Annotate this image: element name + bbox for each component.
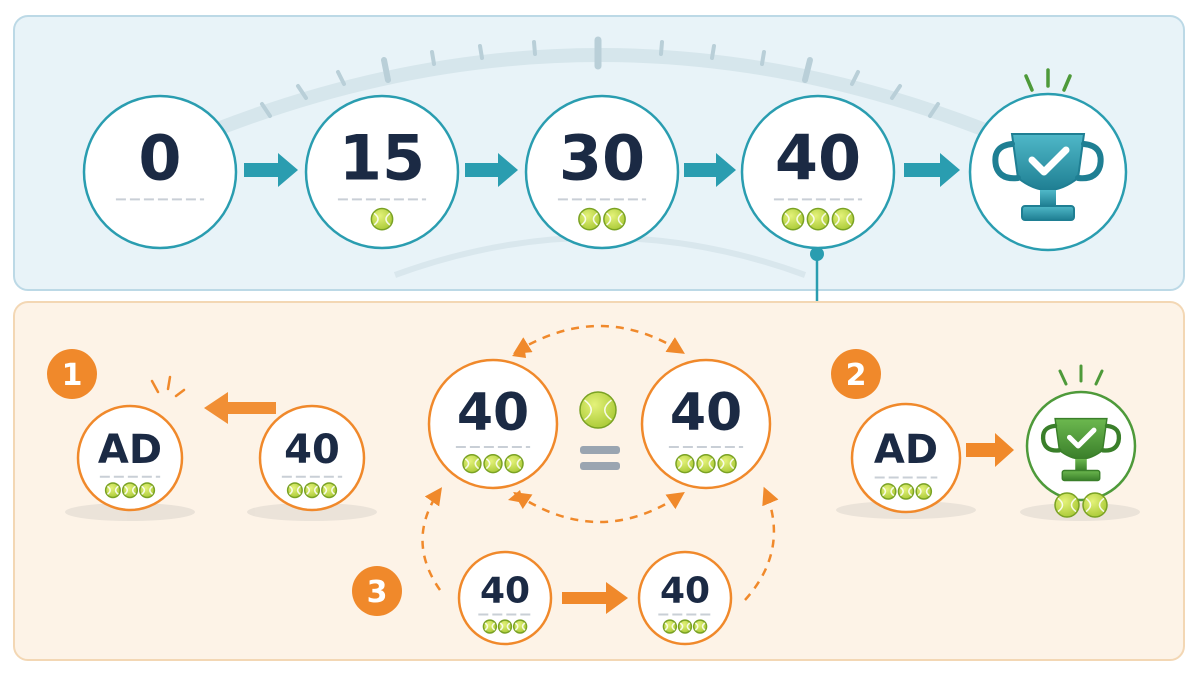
tennis-ball-icon <box>483 453 503 474</box>
badge-game-won: 2 <box>831 349 881 399</box>
arrow-right-icon <box>966 433 1014 467</box>
score-label: 0 <box>138 121 181 194</box>
tennis-ball-icon <box>603 207 626 231</box>
tennis-ball-icon <box>139 482 156 499</box>
ground-shadows <box>65 501 1140 521</box>
score-label: AD <box>98 427 162 473</box>
tennis-ball-icon <box>462 453 482 474</box>
deuce-loop-arrows <box>421 324 779 601</box>
score-label: 40 <box>670 383 742 443</box>
deuce-panel <box>13 301 1185 661</box>
tennis-ball-icon <box>806 207 830 231</box>
tennis-ball-icon <box>692 619 708 634</box>
tennis-ball-icon <box>897 483 915 500</box>
deuce-right-circle: 40 <box>640 358 772 490</box>
tennis-ball-icon <box>370 207 394 231</box>
checkmark-icon <box>1028 146 1070 176</box>
arrow-right-icon <box>904 153 960 187</box>
progression-arrows <box>244 153 960 187</box>
arrowheads <box>508 344 526 503</box>
score-circle-30: 30 <box>524 94 680 250</box>
equals-icon <box>580 446 620 454</box>
winning-balls <box>1054 492 1108 518</box>
return-to-circle: 40 <box>637 550 733 646</box>
tennis-ball-icon <box>1082 492 1108 518</box>
score-label: 40 <box>480 570 530 611</box>
tennis-ball-icon <box>578 207 601 231</box>
tennis-ball-icon <box>879 483 897 500</box>
advantage-trailer-circle: 40 <box>258 404 366 512</box>
tennis-ball-icon <box>781 207 805 231</box>
tennis-ball-icon <box>286 482 303 499</box>
tennis-ball-icon <box>696 453 716 474</box>
return-from-circle: 40 <box>457 550 553 646</box>
tennis-ball-icon <box>104 482 121 499</box>
tennis-ball-icon <box>1054 492 1080 518</box>
point-progression: 0 15 30 40 <box>82 94 896 250</box>
arrow-right-icon <box>465 153 518 187</box>
arrow-right-icon <box>562 582 628 614</box>
score-label: 40 <box>284 427 340 473</box>
sparkle-icon <box>150 375 186 398</box>
arrow-right-icon <box>684 153 736 187</box>
tennis-ball-icon <box>512 619 528 634</box>
score-label: 40 <box>660 570 710 611</box>
score-label: 15 <box>339 121 425 194</box>
trophy-check-icon <box>1040 417 1122 482</box>
score-circle-0: 0 <box>82 94 238 250</box>
score-circle-15: 15 <box>304 94 460 250</box>
tennis-ball-icon <box>497 619 513 634</box>
badge-advantage: 1 <box>47 349 97 399</box>
score-label: AD <box>874 427 938 473</box>
tennis-ball-icon <box>677 619 693 634</box>
tennis-ball-icon <box>717 453 737 474</box>
tennis-ball-icon <box>303 482 321 499</box>
tennis-ball-icon <box>121 482 139 499</box>
score-label: 40 <box>775 121 861 194</box>
score-label: 30 <box>559 121 645 194</box>
svg-text:1: 1 <box>62 358 83 393</box>
tennis-ball-icon <box>675 453 695 474</box>
sparkle-icon <box>1024 68 1072 92</box>
svg-text:2: 2 <box>846 358 867 393</box>
score-label: 40 <box>457 383 529 443</box>
svg-text:3: 3 <box>367 575 388 610</box>
deuce-equals <box>579 391 620 470</box>
tennis-ball-icon <box>831 207 855 231</box>
tennis-ball-icon <box>662 619 678 634</box>
tennis-ball-icon <box>504 453 524 474</box>
deuce-left-circle: 40 <box>427 358 559 490</box>
game-won-advantage-circle: AD <box>850 402 962 514</box>
tennis-ball-icon <box>579 391 617 429</box>
sparkle-icon <box>1058 364 1104 386</box>
arrow-right-icon <box>244 153 298 187</box>
game-won-trophy <box>968 68 1128 252</box>
badge-deuce-return: 3 <box>352 566 402 616</box>
tennis-ball-icon <box>321 482 338 499</box>
score-circle-40: 40 <box>740 94 896 250</box>
advantage-win-trophy <box>1025 364 1137 518</box>
tennis-ball-icon <box>915 483 933 500</box>
arrow-left-icon <box>204 392 276 424</box>
advantage-leader-circle: AD <box>76 404 184 512</box>
tennis-ball-icon <box>579 391 617 429</box>
trophy-check-icon <box>992 133 1104 221</box>
checkmark-icon <box>1066 427 1097 449</box>
tennis-ball-icon <box>482 619 498 634</box>
